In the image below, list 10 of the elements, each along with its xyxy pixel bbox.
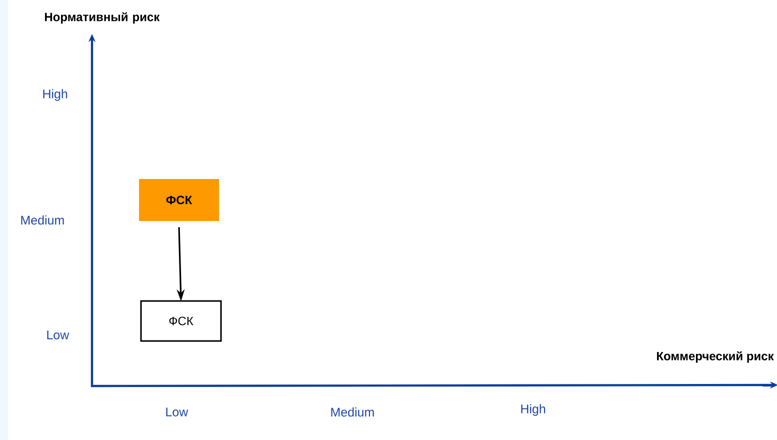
highlight-box: ФСК <box>139 179 219 221</box>
tick-label: Low <box>47 330 70 340</box>
tick-label: High <box>43 89 68 101</box>
tick-label: Low <box>166 408 188 416</box>
axis-title: Коммерческий риск <box>657 351 774 363</box>
axis-title: Нормативный риск <box>45 12 160 24</box>
tick-label: Medium <box>21 215 64 225</box>
process-box: ФСК <box>140 300 222 342</box>
tick-label: Medium <box>331 407 374 417</box>
tick-label: High <box>521 404 546 416</box>
